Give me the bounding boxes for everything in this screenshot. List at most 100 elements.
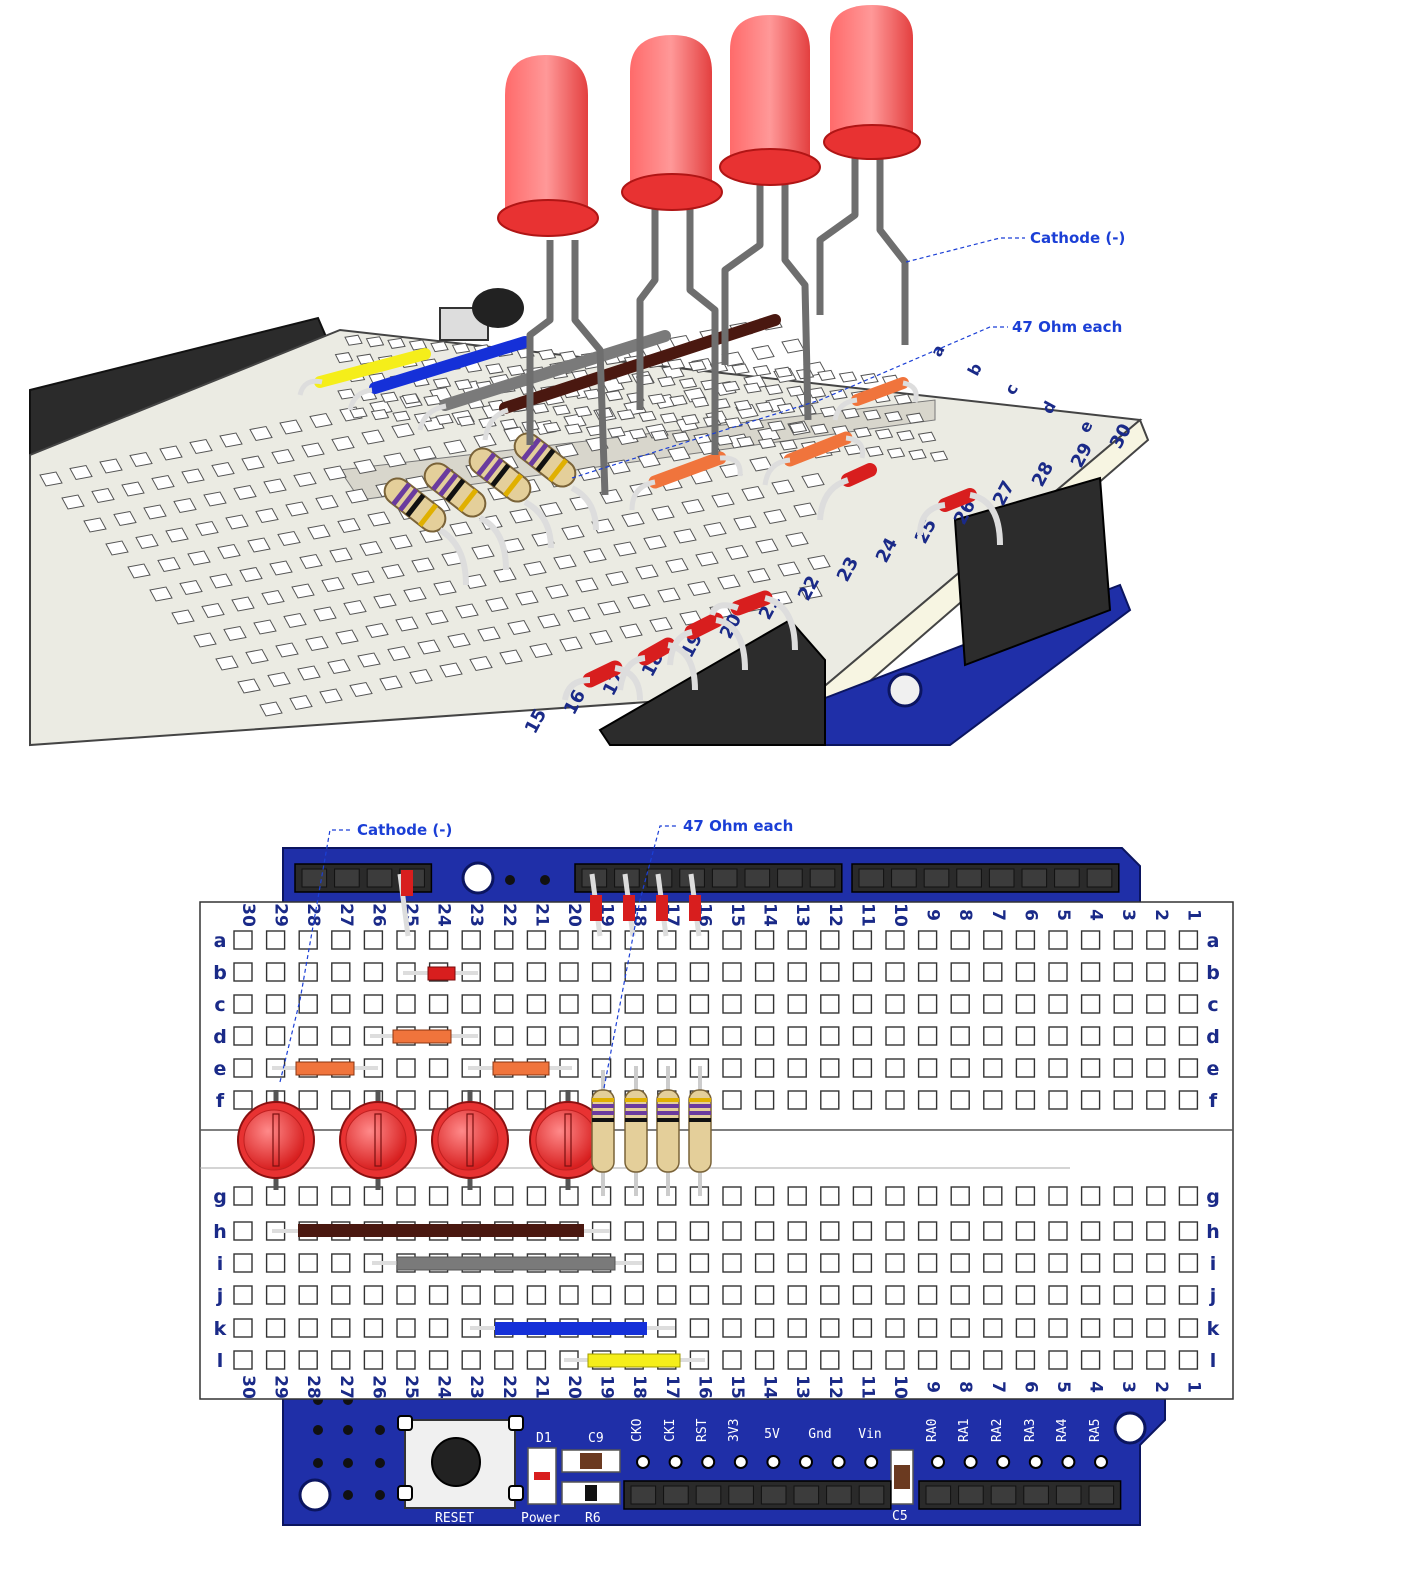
header-pin [793,1485,820,1505]
breadboard-hole [787,962,807,982]
iso-hole-back [456,415,476,427]
header-pin [1055,1485,1082,1505]
iso-hole-back [905,412,925,424]
iso-hole [105,540,129,556]
breadboard-hole [917,962,938,982]
breadboard-hole [983,1026,1003,1046]
breadboard-hole [233,1026,253,1046]
iso-hole [507,619,531,636]
breadboard-hole [917,1186,938,1206]
red-pin-wire [590,895,602,921]
iso-hole [233,484,257,501]
iso-hole [327,658,351,675]
column-number-bottom: 3 [1118,1381,1138,1393]
breadboard-hole [591,1285,612,1305]
breadboard-hole [1015,1058,1036,1078]
pcb-bottom-headers [623,1455,1122,1510]
breadboard-hole [428,1186,449,1206]
breadboard-hole [494,1350,514,1370]
header-pin [923,868,950,888]
iso-hole-back [893,393,913,405]
iso-hole [223,625,247,642]
column-number-bottom: 14 [760,1375,780,1399]
breadboard-hole [233,1253,253,1273]
iso-wire-red-right-1 [841,463,877,487]
breadboard-hole [1015,1026,1036,1046]
breadboard-hole [1080,994,1101,1014]
breadboard-hole [983,994,1003,1014]
iso-hole-back [731,363,750,375]
breadboard-hole [917,930,938,950]
iso-hole [545,583,569,600]
iso-hole [597,600,621,616]
reset-button[interactable] [397,1415,524,1509]
pcb-pad [668,1455,683,1469]
iso-led-3 [719,15,821,186]
breadboard-hole [1015,1350,1036,1370]
iso-hole-back [743,382,762,394]
pcb-pin-label: RA5 [1088,1419,1103,1442]
breadboard-hole [233,930,253,950]
breadboard-hole [1080,1221,1101,1241]
breadboard-hole [396,994,416,1014]
wire-orange-e1 [295,1061,355,1076]
breadboard-hole [1178,1221,1199,1241]
breadboard-hole [754,1090,775,1110]
breadboard-hole [820,1350,840,1370]
breadboard-hole [787,1285,807,1305]
c9-label: C9 [588,1431,604,1446]
row-letter-right: e [1207,1058,1220,1080]
breadboard-hole [526,1350,547,1370]
column-number-bottom: 16 [694,1375,714,1399]
iso-hole-back [678,377,698,389]
iso-hole [195,520,219,537]
breadboard-hole [983,1318,1003,1338]
iso-hole [203,491,227,507]
iso-hole-back [829,388,848,400]
column-number-bottom: 27 [336,1375,356,1399]
row-letter-left: f [216,1090,225,1112]
column-number-top: 12 [825,903,845,927]
pcb-via [375,1490,385,1500]
breadboard-hole [265,994,286,1014]
breadboard-hole [331,994,351,1014]
resistor-top-down [591,1070,615,1196]
resistor-band [625,1118,647,1122]
iso-hole [301,442,325,458]
breadboard-hole [1113,930,1133,950]
iso-hole-back [638,410,657,422]
breadboard-hole [1113,994,1133,1014]
breadboard-hole [494,1285,514,1305]
resistor-band [592,1111,614,1115]
breadboard-hole [754,1186,775,1206]
resistor-top-down [656,1066,680,1196]
iso-hole [39,471,63,487]
iso-hole [763,508,787,525]
breadboard-hole [428,1318,449,1338]
breadboard-hole [950,1350,970,1370]
breadboard-hole [722,1186,742,1206]
breadboard-hole [917,1350,938,1370]
iso-hole [193,632,217,648]
led-lead-frame [564,1113,572,1167]
column-number-bottom: 6 [1020,1381,1040,1393]
breadboard-hole [526,1026,547,1046]
iso-hole-back [671,431,691,443]
breadboard-hole [787,1221,807,1241]
iso-led-4 [823,5,921,160]
breadboard-hole [233,1090,253,1110]
pcb-via [313,1458,323,1468]
breadboard-hole [820,930,840,950]
breadboard-hole [852,1026,873,1046]
breadboard-hole [917,994,938,1014]
iso-hole-back [736,436,755,448]
iso-hole [411,557,435,573]
iso-hole-back [860,373,879,385]
breadboard-hole [526,962,547,982]
breadboard-hole [983,1253,1003,1273]
breadboard-hole [1080,1058,1101,1078]
breadboard-hole [1048,1058,1068,1078]
breadboard-hole [820,1026,840,1046]
breadboard-hole [917,1026,938,1046]
breadboard-hole [494,1090,514,1110]
